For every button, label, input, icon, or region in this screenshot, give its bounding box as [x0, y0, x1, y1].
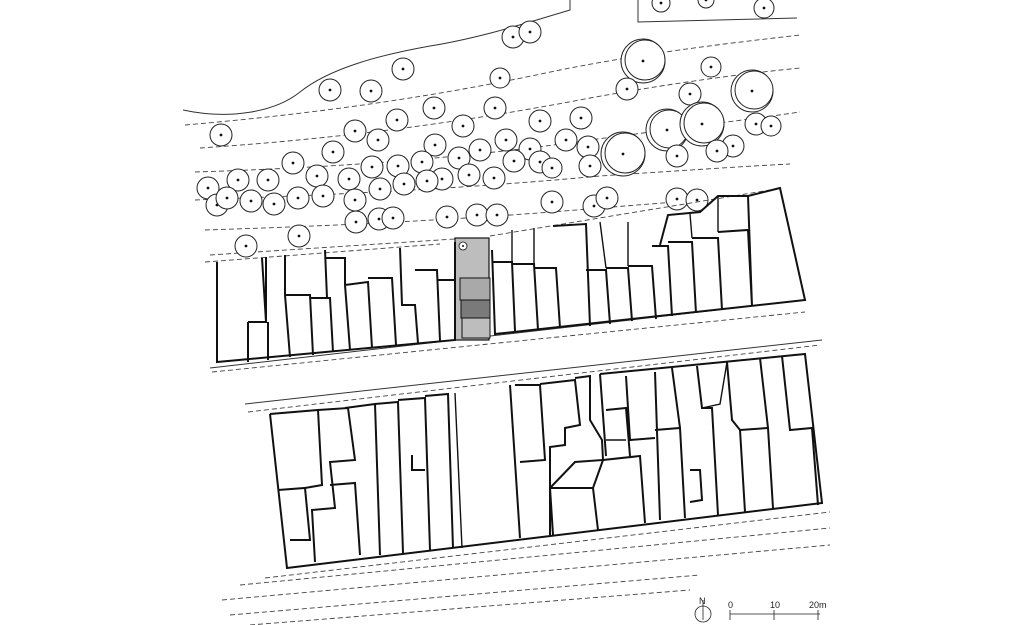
tree-canopy-outline — [683, 102, 725, 144]
tree-trunk-dot — [511, 35, 515, 39]
tree-trunk-dot — [353, 198, 357, 202]
tree-trunk-dot — [731, 144, 735, 148]
tree-trunk-dot — [370, 165, 374, 169]
tree-canopy-outline — [734, 70, 774, 110]
tree-trunk-dot — [433, 143, 437, 147]
tree-trunk-dot — [297, 234, 301, 238]
tree-trunk-dot — [475, 213, 479, 217]
north-label: N — [699, 596, 706, 606]
tree-trunk-dot — [315, 174, 319, 178]
tree-trunk-dot — [586, 145, 590, 149]
tree-trunk-dot — [550, 166, 554, 170]
tree-trunk-dot — [445, 215, 449, 219]
tree-trunk-dot — [750, 89, 754, 93]
tree-canopy — [651, 0, 671, 13]
tree-trunk-dot — [492, 176, 496, 180]
tree-trunk-dot — [762, 6, 766, 10]
tree-trunk-dot — [432, 106, 436, 110]
tree-trunk-dot — [440, 177, 444, 181]
tree-trunk-dot — [401, 67, 405, 71]
tree-trunk-dot — [588, 164, 592, 168]
tree-canopy-outline — [604, 132, 646, 174]
tree-trunk-dot — [402, 182, 406, 186]
tree-trunk-dot — [266, 178, 270, 182]
tree-trunk-dot — [395, 118, 399, 122]
tree-trunk-dot — [504, 138, 508, 142]
tree-trunk-dot — [704, 0, 708, 2]
tree-trunk-dot — [715, 149, 719, 153]
tree-trunk-dot — [512, 159, 516, 163]
lower-block — [244, 339, 824, 570]
tree-trunk-dot — [564, 138, 568, 142]
tree-trunk-dot — [369, 89, 373, 93]
tree-trunk-dot — [328, 88, 332, 92]
tree-trunk-dot — [665, 128, 669, 132]
tree-trunk-dot — [625, 87, 629, 91]
tree-trunk-dot — [467, 173, 471, 177]
tree-trunk-dot — [621, 152, 625, 156]
tree-trunk-dot — [695, 198, 699, 202]
tree-trunk-dot — [700, 122, 704, 126]
scale-bar: N 0 10 20m — [694, 596, 827, 623]
tree-trunk-dot — [225, 196, 229, 200]
tree-trunk-dot — [461, 124, 465, 128]
tree-trunk-dot — [675, 197, 679, 201]
tree-trunk-dot — [354, 220, 358, 224]
tree-trunk-dot — [493, 106, 497, 110]
tree-trunk-dot — [550, 200, 554, 204]
tree-trunk-dot — [498, 76, 502, 80]
tree-trunk-dot — [296, 196, 300, 200]
tree-trunk-dot — [538, 160, 542, 164]
tree-trunk-dot — [331, 150, 335, 154]
tree-trunk-dot — [206, 186, 210, 190]
tree-canopy-outline — [624, 39, 666, 81]
tree-trunk-dot — [236, 178, 240, 182]
tree-trunk-dot — [528, 30, 532, 34]
tree-trunk-dot — [391, 216, 395, 220]
tree-trunk-dot — [396, 164, 400, 168]
street-lines — [221, 511, 831, 625]
tree-trunk-dot — [659, 1, 663, 5]
tree-trunk-dot — [457, 156, 461, 160]
tree-trunk-dot — [675, 154, 679, 158]
tree-trunk-dot — [377, 217, 381, 221]
tree-trunk-dot — [688, 92, 692, 96]
tree-trunk-dot — [291, 161, 295, 165]
tree-trunk-dot — [347, 177, 351, 181]
tree-trunk-dot — [592, 204, 596, 208]
tree-trunk-dot — [754, 122, 758, 126]
tree-trunk-dot — [244, 244, 248, 248]
tree-trunk-dot — [579, 116, 583, 120]
tree-trunk-dot — [376, 138, 380, 142]
tree-trunk-dot — [528, 147, 532, 151]
tree-trunk-dot — [219, 133, 223, 137]
tree-trunk-dot — [769, 124, 773, 128]
tree-trunk-dot — [478, 148, 482, 152]
highlighted-building — [454, 237, 491, 341]
scale-tick-10: 10 — [770, 600, 780, 610]
tree-canopy — [697, 0, 715, 9]
tree-trunk-dot — [605, 196, 609, 200]
tree-trunk-dot — [353, 129, 357, 133]
tree-trunk-dot — [709, 65, 713, 69]
tree-trunk-dot — [378, 187, 382, 191]
scale-tick-0: 0 — [728, 600, 733, 610]
tree-trunk-dot — [641, 59, 645, 63]
park-trees — [196, 0, 782, 258]
tree-trunk-dot — [538, 119, 542, 123]
tree-trunk-dot — [321, 194, 325, 198]
tree-trunk-dot — [272, 202, 276, 206]
upper-block — [204, 186, 807, 373]
scale-tick-20m: 20m — [809, 600, 827, 610]
tree-trunk-dot — [495, 213, 499, 217]
park-edge-line — [637, 0, 798, 23]
riverbank-line — [182, 0, 571, 115]
tree-trunk-dot — [420, 160, 424, 164]
tree-trunk-dot — [249, 199, 253, 203]
tree-trunk-dot — [425, 179, 429, 183]
